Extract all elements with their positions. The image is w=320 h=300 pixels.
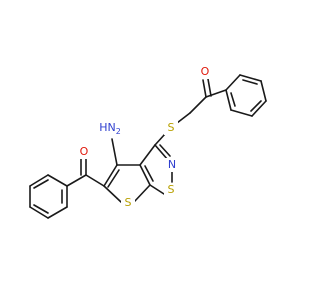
bond-carbonyl-thiophene [85,174,105,187]
amino-group-label: HN2 [99,121,121,136]
bond-th-c6a-s [133,184,151,203]
bond-rph-inner-3 [230,92,236,107]
bond-lph-carbonyl [66,174,87,187]
bond-rph-6 [225,89,232,111]
bond-c4-nh2 [111,138,118,166]
bond-th-c5-c4 [103,164,118,187]
atom-label-layer: O O HN2 S N S S [77,65,212,210]
bond-rph-inner-2 [250,100,262,112]
bond-iso-c3-n [154,144,169,161]
thiophene-sulfur: S [125,196,132,209]
bond-rph-4 [251,100,267,117]
bond-c3-s [154,133,166,146]
bond-iso-c3a-c3 [139,144,156,166]
bond-iso-c3-n-double [159,144,171,157]
bond-lph-inner-1 [33,179,49,189]
molecule-structure-diagram: O O HN2 S N S S [29,65,267,219]
ketone-oxygen-right: O [201,65,210,78]
bond-layer [29,74,267,219]
bond-th-c3a-c6a [139,164,151,186]
thioether-sulfur: S [168,121,175,134]
bond-th-s-c5 [103,185,122,203]
bond-ch2-co [189,96,207,114]
bond-lph-5 [47,206,68,219]
bond-iso-c3a-c6a-double [144,165,154,182]
bond-rph-3 [260,80,267,102]
ring-nitrogen: N [168,158,176,171]
bond-lph-1 [47,174,68,187]
bond-iso-s-c6a [149,184,165,195]
amino-subscript-label: 2 [116,127,121,136]
bond-lph-inner-2 [33,204,49,214]
bond-rph-2 [239,74,262,82]
bond-th-c5-c4-double [107,169,120,188]
bond-rph-5 [230,109,253,117]
amino-h-label: H [99,121,107,134]
bond-right-co-1 [202,79,207,98]
bond-right-co-2 [207,78,212,97]
bond-rph-1 [225,74,241,91]
bond-co-rph [205,89,227,98]
ketone-oxygen-left: O [80,145,89,158]
bond-rph-inner-1 [242,79,258,85]
isothiazole-sulfur: S [168,183,175,196]
amino-n-label: N [107,121,115,134]
bond-lph-4 [29,206,49,219]
bond-s-ch2 [176,112,191,124]
bond-lph-2 [29,174,49,187]
